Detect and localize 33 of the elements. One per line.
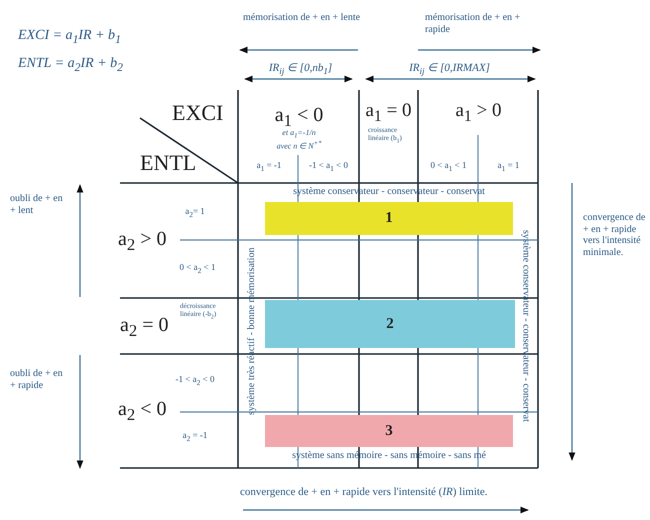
condition-label: -1 < a$_{1}$ < 0 [308,160,349,174]
column-heading: a$_{1}$ = 0 [364,100,413,126]
row-heading: a$_{2}$ < 0 [118,398,168,424]
arrow-caption: oubli de + en + lent [10,193,64,216]
highlight-band: 2 [265,300,515,348]
row-heading: a$_{2}$ > 0 [118,228,168,254]
arrow-caption: mémorisation de + en + lente [243,12,362,24]
zone-label: système conservateur - conservateur - conservat [520,229,532,424]
note-text: et a$_{1}$=-1/n [281,128,317,140]
note-text: avec n ∈ N$^{+*}$ [276,140,322,151]
condition-label: a$_{2}$= 1 [184,206,206,220]
range-label: IR$_{ij}$ ∈ [0,IRMAX] [408,62,491,77]
highlight-band: 3 [265,415,513,447]
range-label: IR$_{ij}$ ∈ [0,nb$_{1}$] [268,62,334,77]
condition-label: 0 < a$_{2}$ < 1 [178,262,216,276]
arrow-caption: convergence de + en + rapide vers l'intensité minimale. [583,212,646,258]
arrow-caption: mémorisation de + en + rapide [425,12,522,35]
condition-label: -1 < a$_{2}$ < 0 [174,374,216,388]
formula: EXCI = a$_{1}$IR + b$_{1}$ [18,28,122,46]
axis-heading: EXCI [172,100,224,126]
condition-label: a$_{1}$ = 1 [496,160,520,174]
arrow-caption: convergence de + en + rapide vers l'intensité (IR) limite. [240,486,489,499]
highlight-band: 1 [265,202,513,235]
row-heading: a$_{2}$ = 0 [120,314,170,340]
arrow-caption: oubli de + en + rapide [10,368,64,391]
zone-label: système très réactif - bonne mémorisation [246,246,258,417]
condition-label: a$_{1}$ = -1 [256,160,282,174]
column-heading: a$_{1}$ > 0 [454,100,503,126]
axis-heading: ENTL [140,150,198,176]
condition-label: a$_{2}$ = -1 [182,430,208,444]
condition-label: 0 < a$_{1}$ < 1 [430,160,468,174]
column-heading: a$_{1}$ < 0 [274,104,324,130]
formula: ENTL = a$_{2}$IR + b$_{2}$ [18,56,124,74]
